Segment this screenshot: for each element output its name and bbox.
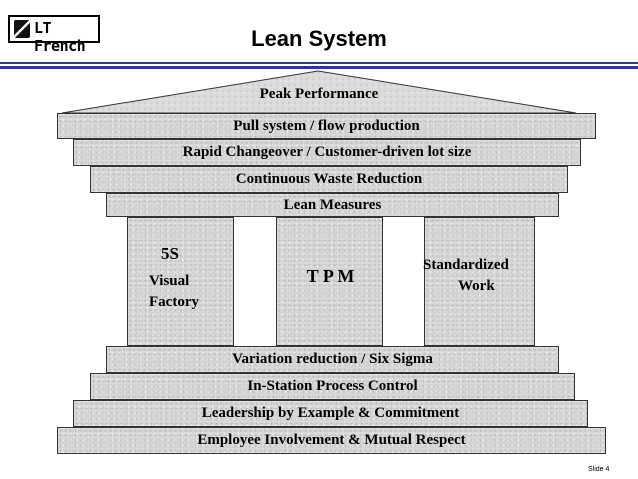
roof-band-lean-measures: Lean Measures: [106, 193, 559, 217]
pillar-left-line1: 5S: [161, 244, 179, 263]
slide-number: Slide 4: [588, 466, 610, 473]
company-logo: LT French: [8, 15, 100, 55]
roof-band-rapid-changeover: Rapid Changeover / Customer-driven lot s…: [73, 139, 581, 166]
roof-band-pull-system: Pull system / flow production: [57, 113, 596, 139]
foundation-band-leadership: Leadership by Example & Commitment: [73, 400, 588, 427]
pillar-tpm: T P M: [276, 217, 383, 346]
header-rule-thick: [0, 66, 638, 69]
pillar-left-line3: Factory: [149, 294, 199, 310]
peak-performance-label: Peak Performance: [259, 86, 379, 102]
foundation-band-in-station-control: In-Station Process Control: [90, 373, 575, 400]
logo-text: LT French: [34, 19, 86, 55]
logo-mark-icon: [14, 20, 30, 38]
pillar-center-label: T P M: [306, 266, 355, 286]
roof-band-continuous-waste-reduction: Continuous Waste Reduction: [90, 166, 568, 193]
foundation-band-variation-reduction: Variation reduction / Six Sigma: [106, 346, 559, 373]
page-title: Lean System: [251, 26, 387, 51]
pillar-left-line2: Visual: [149, 273, 190, 289]
foundation-band-employee-involvement: Employee Involvement & Mutual Respect: [57, 427, 606, 454]
pillar-right-line1: Standardized: [423, 257, 509, 273]
pillar-right-line2: Work: [458, 278, 495, 294]
pillar-5s-visual-factory: 5S Visual Factory: [127, 217, 234, 346]
header-rule: [0, 62, 638, 64]
pillar-standardized-work: Standardized Work: [423, 217, 535, 346]
